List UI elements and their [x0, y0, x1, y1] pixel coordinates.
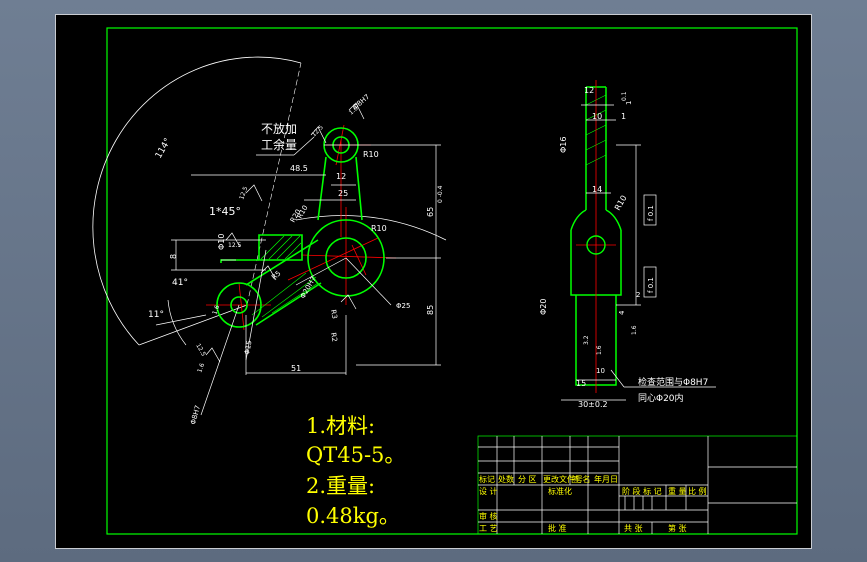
- side-view-dimensions: [561, 104, 716, 401]
- dim-65: 65: [426, 207, 435, 217]
- side-view-text: 12 10 1 Φ16 14 R10 Φ20 15 10 2 4 30±0.2 …: [539, 86, 708, 409]
- tb-design: 设 计: [479, 486, 498, 496]
- title-block: [477, 435, 798, 535]
- dim-8: 8: [169, 254, 178, 259]
- side-dim-14: 14: [592, 185, 602, 194]
- dim-phi10: Φ10: [217, 234, 226, 250]
- side-dim-phi16: Φ16: [559, 137, 568, 153]
- note-material-value: QT45-5。: [306, 443, 405, 467]
- dimension-lines: [155, 144, 441, 416]
- side-view-outline: [570, 86, 622, 386]
- dim-phi8h7-bottom: Φ8H7: [189, 404, 202, 425]
- side-rough-a: 3.2: [583, 335, 590, 345]
- tb-header-change-doc: 更改文件号: [543, 474, 583, 484]
- tb-total-sheets: 共 张: [624, 524, 643, 533]
- side-dim-1: 1: [621, 112, 626, 121]
- dim-48-5: 48.5: [290, 164, 308, 173]
- tb-header-sign: 签 名: [572, 474, 591, 484]
- front-view: [92, 56, 447, 416]
- dim-r2: R2: [329, 332, 338, 343]
- note-material-label: 1.材料:: [306, 414, 375, 438]
- tb-scale: 比 例: [688, 486, 707, 496]
- tb-review: 审 核: [479, 511, 498, 521]
- check-note-line2: 同心Φ20内: [638, 392, 684, 404]
- tb-process: 工 艺: [479, 524, 498, 533]
- dim-r10-top: R10: [363, 150, 379, 159]
- dim-r10-right: R10: [371, 224, 387, 233]
- side-tol-2: f 0.1: [647, 277, 655, 293]
- front-view-text: 不放加 工余量 114° 41° 11° 1*45° 48.5 12 25 65…: [148, 93, 444, 426]
- dim-12: 12: [336, 172, 346, 181]
- rough-1-6c: 1.6: [211, 304, 221, 316]
- rough-1-6a: 1.6: [348, 105, 360, 117]
- cad-viewport[interactable]: 不放加 工余量 114° 41° 11° 1*45° 48.5 12 25 65…: [55, 14, 812, 549]
- dim-phi25: Φ25: [396, 302, 410, 310]
- check-note-line1: 检查范围与Φ8H7: [638, 376, 708, 388]
- angle-11-label: 11°: [148, 310, 164, 320]
- tb-standardization: 标准化: [548, 486, 572, 496]
- title-block-text: 标记 处数 分 区 更改文件号 签 名 年月日 设 计 标准化 阶 段 标 记 …: [479, 474, 707, 533]
- rough-12-5d: 12.5: [194, 343, 207, 358]
- dim-phi15: Φ15: [243, 340, 253, 356]
- tb-header-mark: 标记: [479, 474, 495, 484]
- side-dim-r1: 1: [625, 101, 633, 105]
- rough-12-5c: 12.5: [228, 242, 242, 249]
- rough-1-6b: 1.6: [196, 362, 206, 374]
- side-dim-15: 15: [576, 379, 586, 388]
- angle-41-label: 41°: [172, 278, 188, 288]
- dim-65-tolerance: 0 -0.4: [437, 185, 444, 203]
- tb-header-zone: 分 区: [518, 475, 537, 484]
- boss-hatch: [260, 235, 302, 260]
- dim-r3: R3: [329, 309, 338, 320]
- tb-header-date: 年月日: [594, 474, 618, 484]
- side-dim-2: 2: [636, 291, 640, 299]
- angle-114-label: 114°: [154, 137, 174, 161]
- side-dim-30: 30±0.2: [578, 400, 608, 409]
- dim-85: 85: [426, 305, 435, 315]
- side-dim-phi20: Φ20: [539, 299, 548, 315]
- rough-12-5b: 12.5: [238, 186, 249, 201]
- technical-notes: 1.材料: QT45-5。 2.重量: 0.48kg。: [306, 414, 405, 528]
- roughness-symbols: [205, 102, 365, 363]
- side-rough-b: 1.6: [596, 345, 603, 355]
- chamfer-label: 1*45°: [209, 205, 241, 218]
- side-dim-10: 10: [592, 112, 602, 121]
- dim-51: 51: [291, 364, 301, 373]
- side-dim-r10: R10: [613, 194, 629, 212]
- side-tol-3: 0.1: [621, 91, 628, 101]
- note-weight-label: 2.重量:: [306, 474, 375, 498]
- side-dim-12: 12: [584, 86, 594, 95]
- drawing-canvas: 不放加 工余量 114° 41° 11° 1*45° 48.5 12 25 65…: [92, 27, 798, 535]
- note-weight-value: 0.48kg。: [306, 504, 400, 528]
- side-rough-c: 1.6: [631, 325, 638, 335]
- tb-weight: 重 量: [668, 486, 687, 496]
- no-machining-note-line2: 工余量: [261, 137, 297, 152]
- tb-approve: 批 准: [548, 523, 567, 533]
- side-dim-10b: 10: [596, 367, 605, 375]
- side-dim-4: 4: [618, 310, 626, 315]
- dim-r5: R5: [270, 269, 282, 281]
- drawing-frame: [106, 27, 798, 535]
- tb-stage-mark: 阶 段 标 记: [622, 486, 662, 496]
- tolerance-frames: [643, 194, 657, 298]
- tb-sheet-number: 第 张: [668, 523, 687, 533]
- dim-25: 25: [338, 189, 348, 198]
- tb-header-count: 处数: [498, 474, 514, 484]
- angle-arc-114: [92, 56, 302, 346]
- no-machining-note-line1: 不放加: [261, 121, 297, 136]
- side-view: [561, 80, 716, 401]
- side-tol-1: f 0.1: [647, 205, 655, 221]
